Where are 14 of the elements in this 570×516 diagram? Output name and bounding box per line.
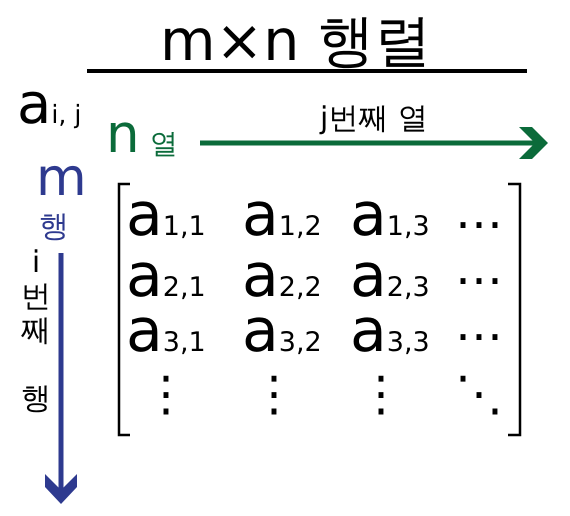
ellipsis: ⋮ — [142, 370, 190, 418]
row-count-label: m — [36, 152, 87, 204]
title: m×n 행렬 — [160, 13, 432, 70]
ellipsis: ⋮ — [357, 370, 405, 418]
column-count-label: n — [106, 108, 140, 161]
ellipsis: ⋮ — [250, 370, 298, 418]
column-count-label: 열 — [150, 130, 178, 158]
column-index-label: j번째 열 — [320, 104, 428, 134]
row-index-label: i번째 행 — [20, 246, 52, 416]
ellipsis: ⋯ — [455, 312, 503, 360]
row-count-label: 행 — [39, 212, 69, 242]
ellipsis: ⋱ — [455, 370, 503, 418]
ellipsis: ⋯ — [455, 256, 503, 304]
ellipsis: ⋯ — [455, 200, 503, 248]
